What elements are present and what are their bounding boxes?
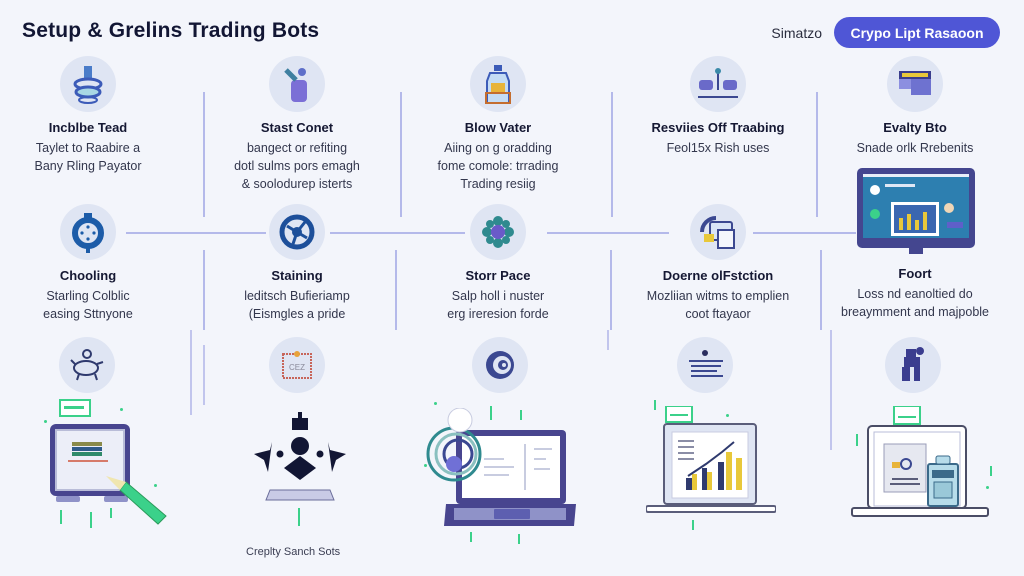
step-title: Doerne olFstction bbox=[662, 268, 774, 283]
laptop-edit-illustration bbox=[48, 398, 170, 531]
steering-wheel-icon bbox=[269, 204, 325, 260]
step-desc: Snade orlk Rrebenits bbox=[856, 141, 974, 155]
spark bbox=[298, 508, 300, 526]
spark bbox=[490, 406, 492, 420]
spark bbox=[110, 508, 112, 518]
divider bbox=[400, 92, 402, 217]
turtle-icon bbox=[59, 337, 115, 393]
spark-dot bbox=[154, 484, 157, 487]
svg-text:CEZ: CEZ bbox=[289, 363, 305, 372]
step-title: Incblbe Tead bbox=[48, 120, 128, 135]
monitor-dashboard-illustration bbox=[857, 168, 975, 261]
gear-icon bbox=[60, 204, 116, 260]
step-title: Storr Pace bbox=[465, 268, 531, 283]
bottle-monitor-icon bbox=[470, 56, 526, 112]
spark-dot bbox=[726, 414, 729, 417]
spark bbox=[60, 510, 62, 524]
divider bbox=[203, 250, 205, 330]
spark bbox=[470, 532, 472, 542]
connector bbox=[547, 232, 669, 234]
step-card[interactable]: Staining leditsch Bufieriamp(Eismgles a … bbox=[197, 204, 397, 323]
spark bbox=[90, 512, 92, 528]
connector bbox=[330, 232, 465, 234]
bottom-caption: Creplty Sanch Sots bbox=[246, 546, 341, 558]
step-card[interactable]: Resviies Off Traabing Feol15x Rish uses bbox=[608, 56, 828, 157]
spark-dot bbox=[434, 402, 437, 405]
simatzo-link[interactable]: Simatzo bbox=[771, 24, 822, 41]
divider bbox=[820, 250, 822, 330]
step-title: Stast Conet bbox=[260, 120, 334, 135]
divider bbox=[816, 92, 818, 217]
screens-icon bbox=[690, 204, 746, 260]
step-desc: Feol15x Rish uses bbox=[666, 141, 770, 155]
divider bbox=[203, 92, 205, 217]
header-actions: Simatzo Crypo Lipt Rasaoon bbox=[771, 17, 1000, 48]
spark-dot bbox=[44, 420, 47, 423]
step-title: Foort bbox=[898, 266, 932, 281]
page-title: Setup & Grelins Trading Bots bbox=[22, 19, 320, 42]
laptop-swirl-illustration bbox=[424, 407, 576, 537]
crypto-list-button[interactable]: Crypo Lipt Rasaoon bbox=[834, 17, 1000, 48]
flower-badge-icon bbox=[470, 204, 526, 260]
laptop-device-illustration bbox=[850, 405, 990, 523]
spark bbox=[692, 520, 694, 530]
step-desc: leditsch Bufieriamp(Eismgles a pride bbox=[244, 289, 350, 321]
book-signal-icon bbox=[690, 56, 746, 112]
swirl-icon bbox=[472, 337, 528, 393]
spark-dot bbox=[986, 486, 989, 489]
divider bbox=[395, 250, 397, 330]
divider bbox=[607, 330, 609, 350]
spark-dot bbox=[120, 408, 123, 411]
step-card[interactable]: Evalty Bto Snade orlk Rrebenits bbox=[815, 56, 1015, 157]
spark bbox=[654, 400, 656, 410]
robot-arm-icon bbox=[885, 337, 941, 393]
bot-symbol-illustration bbox=[250, 412, 350, 507]
divider bbox=[190, 330, 192, 415]
spark-dot bbox=[424, 464, 427, 467]
document-lines-icon bbox=[677, 337, 733, 393]
connector bbox=[800, 232, 856, 234]
calendar-icon: CEZ bbox=[269, 337, 325, 393]
divider bbox=[611, 92, 613, 217]
step-title: Staining bbox=[271, 268, 323, 283]
bot-stack-icon bbox=[60, 56, 116, 112]
spark bbox=[990, 466, 992, 476]
laptop-chart-illustration bbox=[645, 405, 777, 523]
spark bbox=[520, 410, 522, 420]
connector bbox=[126, 232, 266, 234]
card-icon bbox=[887, 56, 943, 112]
step-title: Resviies Off Traabing bbox=[651, 120, 785, 135]
spark bbox=[856, 434, 858, 446]
divider bbox=[830, 330, 832, 450]
divider bbox=[203, 345, 205, 405]
step-title: Chooling bbox=[59, 268, 117, 283]
divider bbox=[610, 250, 612, 330]
hand-device-icon bbox=[269, 56, 325, 112]
step-card[interactable]: Doerne olFstction Mozliian witms to empl… bbox=[608, 204, 828, 323]
step-title: Evalty Bto bbox=[883, 120, 947, 135]
step-title: Blow Vater bbox=[464, 120, 532, 135]
spark bbox=[518, 534, 520, 544]
